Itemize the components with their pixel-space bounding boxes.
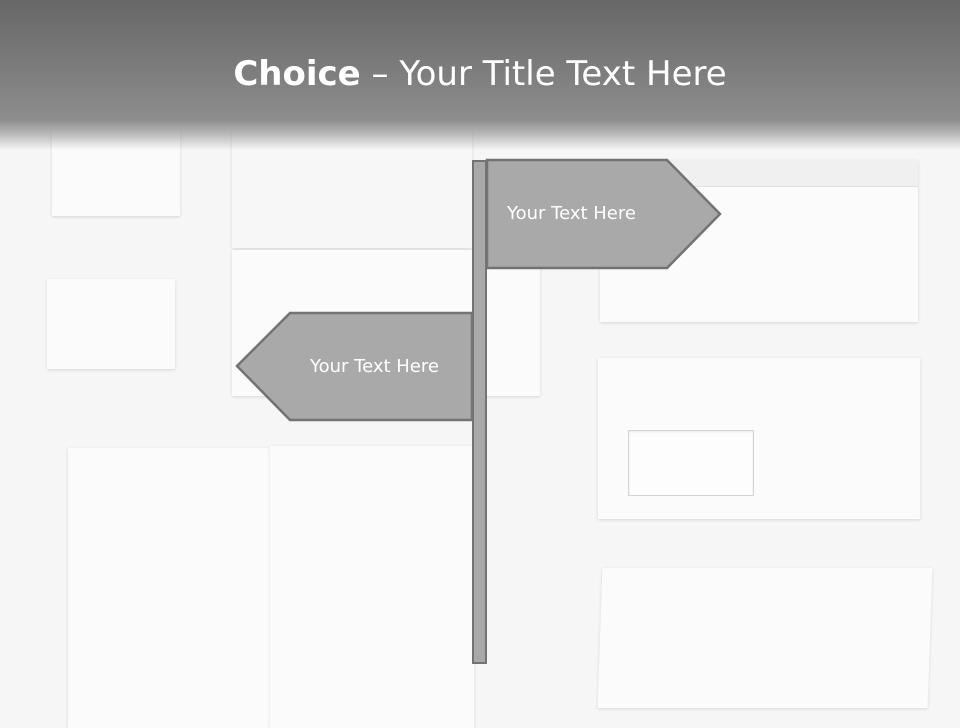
title-banner — [0, 0, 960, 150]
envelope-window — [628, 430, 754, 496]
signpost-pole — [472, 160, 487, 664]
slide-title[interactable]: Choice – Your Title Text Here — [0, 52, 960, 96]
folded-card — [597, 568, 933, 708]
signpost-arrow-right[interactable] — [485, 158, 726, 271]
signpost-left-text[interactable]: Your Text Here — [310, 356, 439, 377]
signpost-right-text[interactable]: Your Text Here — [507, 203, 636, 224]
notebook-left-page — [68, 448, 272, 728]
title-bold-part: Choice — [233, 54, 361, 94]
title-regular-part: – Your Title Text Here — [360, 54, 727, 94]
notebook-right-page — [270, 446, 474, 728]
business-card-middle — [47, 279, 175, 369]
